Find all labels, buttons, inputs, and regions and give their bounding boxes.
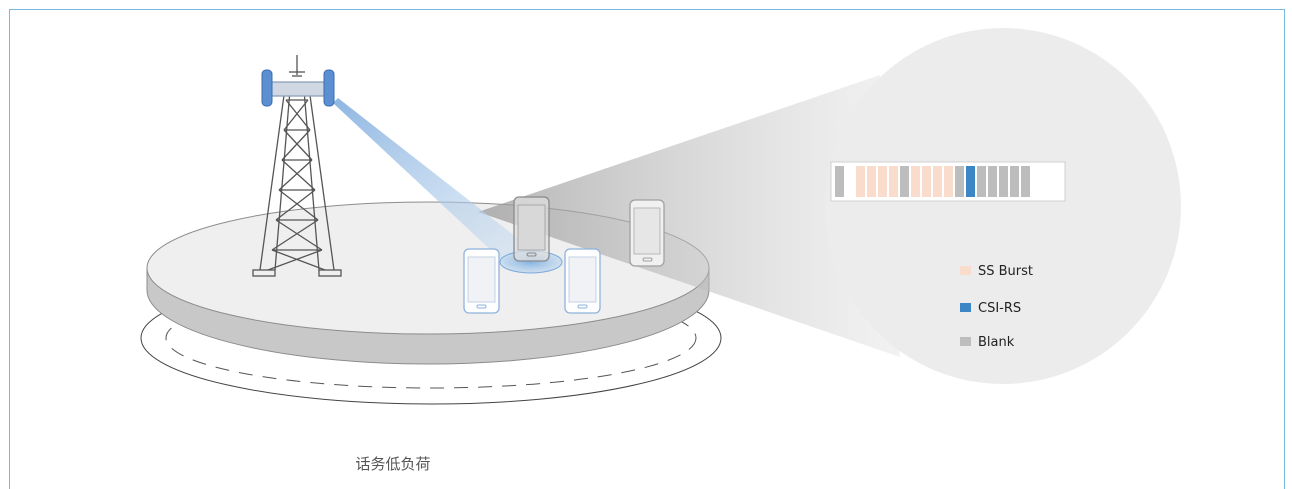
- diagram-caption: 话务低负荷: [355, 455, 430, 473]
- slot-ss-burst: [889, 166, 898, 197]
- slot-ss-burst: [856, 166, 865, 197]
- antenna-panels: [261, 69, 335, 107]
- slot-blank: [977, 166, 986, 197]
- slot-blank: [955, 166, 964, 197]
- smartphone-icon: [463, 248, 500, 314]
- legend-label-blank: Blank: [978, 335, 1015, 350]
- slot-ss-burst: [944, 166, 953, 197]
- cell-tower-icon: [252, 55, 342, 277]
- slot-ss-burst: [922, 166, 931, 197]
- slot-blank: [900, 166, 909, 197]
- slot-strip: [830, 161, 1066, 202]
- slot-ss-burst: [933, 166, 942, 197]
- slot-blank: [835, 166, 844, 197]
- slot-ss-burst: [911, 166, 920, 197]
- smartphone-icon: [629, 199, 665, 267]
- slot-ss-burst: [878, 166, 887, 197]
- legend: SS Burst CSI-RS Blank: [960, 264, 1033, 350]
- slot-blank: [999, 166, 1008, 197]
- smartphone-icon: [564, 248, 601, 314]
- beam: [333, 98, 548, 266]
- legend-item-blank: Blank: [960, 335, 1015, 350]
- legend-label-csi-rs: CSI-RS: [978, 301, 1021, 316]
- zoom-cone: [478, 75, 900, 357]
- legend-label-ss-burst: SS Burst: [978, 264, 1033, 279]
- slot-blank: [1021, 166, 1030, 197]
- legend-swatch-blank: [960, 337, 971, 346]
- zoom-circle: [825, 28, 1181, 384]
- legend-swatch-ss-burst: [960, 266, 971, 275]
- slot-blank: [988, 166, 997, 197]
- slot-ss-burst: [867, 166, 876, 197]
- slot-csi-rs: [966, 166, 975, 197]
- legend-swatch-csi-rs: [960, 303, 971, 312]
- smartphone-icon: [513, 196, 550, 262]
- legend-item-csi-rs: CSI-RS: [960, 301, 1021, 316]
- legend-item-ss-burst: SS Burst: [960, 264, 1033, 279]
- diagram-frame: [9, 9, 1285, 489]
- slot-blank: [1010, 166, 1019, 197]
